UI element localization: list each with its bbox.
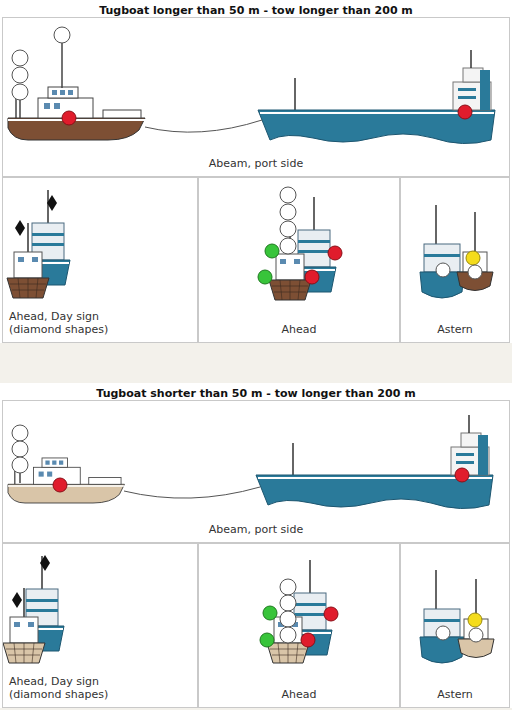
view-panel: Astern [400, 177, 510, 343]
view-caption: Abeam, port side [209, 523, 303, 536]
view-caption: Astern [437, 688, 473, 701]
view-panel: Abeam, port side [2, 400, 510, 543]
view-caption: Ahead, Day sign (diamond shapes) [9, 310, 121, 336]
heading-text: Tugboat longer than 50 m - tow longer th… [99, 4, 413, 17]
view-panel: Ahead, Day sign (diamond shapes) [2, 543, 198, 708]
view-caption: Ahead, Day sign (diamond shapes) [9, 675, 121, 701]
view-caption: Astern [437, 323, 473, 336]
view-caption: Ahead [282, 688, 317, 701]
view-panel: Abeam, port side [2, 17, 510, 177]
view-panel: Ahead [198, 543, 400, 708]
view-panel: Astern [400, 543, 510, 708]
heading-text: Tugboat shorter than 50 m - tow longer t… [96, 387, 415, 400]
view-caption: Ahead [282, 323, 317, 336]
view-panel: Ahead, Day sign (diamond shapes) [2, 177, 198, 343]
view-caption: Abeam, port side [209, 157, 303, 170]
view-panel: Ahead [198, 177, 400, 343]
